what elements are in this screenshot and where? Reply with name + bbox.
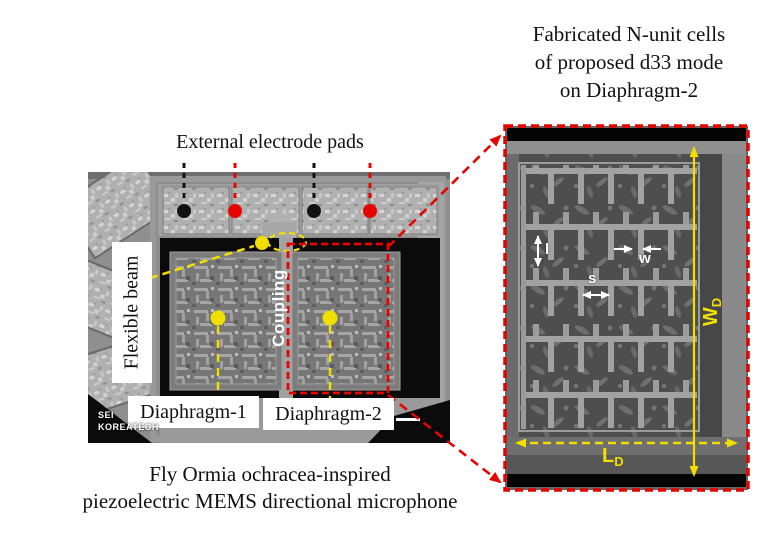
- dim-label-wd: WD: [690, 289, 734, 335]
- flexible-beam-label: Flexible beam: [112, 242, 152, 383]
- unit-cell-pattern: [521, 165, 697, 429]
- sem-watermark-sei: SEI: [98, 410, 115, 420]
- dimension-arrows-yellow: [515, 146, 738, 477]
- electrode-pad-row: [158, 184, 440, 236]
- ld-sub: D: [614, 454, 624, 469]
- zoom-region-rect: [286, 242, 390, 395]
- caption-line-1: Fly Ormia ochracea-inspired: [149, 462, 391, 486]
- dim-label-s: s: [588, 270, 597, 287]
- pad-dot-red: [363, 204, 377, 218]
- dimension-arrows-white: [534, 235, 661, 299]
- yellow-annotations: [149, 231, 338, 399]
- right-figure-title: Fabricated N-unit cells of proposed d33 …: [495, 20, 763, 104]
- diaphragm-1-label: Diaphragm-1: [128, 396, 259, 428]
- diaphragm-2-label: Diaphragm-2: [263, 398, 394, 430]
- diaphragm-1-region: [169, 251, 283, 391]
- sem-watermark-koreatech: KOREATECH: [98, 422, 159, 432]
- diaphragm-2-dot: [322, 310, 338, 326]
- dim-label-l: l: [545, 241, 550, 258]
- ld-main: L: [602, 445, 615, 467]
- pad-dot-black: [177, 204, 191, 218]
- electrode-pad: [369, 186, 438, 235]
- title-line-2: of proposed d33 mode: [534, 50, 724, 74]
- electrode-pads-label: External electrode pads: [176, 131, 364, 153]
- left-sem-image: [88, 172, 450, 443]
- dim-label-w: w: [639, 250, 651, 267]
- coupling-label: Coupling: [269, 269, 288, 347]
- scale-bar: [396, 418, 420, 421]
- diaphragm-2-region: [291, 251, 401, 391]
- pad-dot-black: [307, 204, 321, 218]
- flexible-beam-dot: [255, 236, 269, 250]
- zoom-connectors: [387, 134, 502, 484]
- title-line-3: on Diaphragm-2: [559, 78, 699, 102]
- electrode-pad: [162, 186, 230, 235]
- diaphragm-1-dot: [210, 310, 226, 326]
- wd-sub: D: [709, 297, 724, 308]
- electrode-leaders: [177, 163, 377, 218]
- wd-main: W: [700, 307, 722, 327]
- caption-line-2: piezoelectric MEMS directional microphon…: [82, 489, 458, 513]
- dim-label-ld: LD: [602, 445, 624, 469]
- pad-dot-red: [228, 204, 242, 218]
- title-line-1: Fabricated N-unit cells: [532, 22, 726, 46]
- right-sem-image: [505, 126, 748, 490]
- figure-caption: Fly Ormia ochracea-inspired piezoelectri…: [35, 461, 505, 515]
- zoom-view-border: [503, 124, 750, 492]
